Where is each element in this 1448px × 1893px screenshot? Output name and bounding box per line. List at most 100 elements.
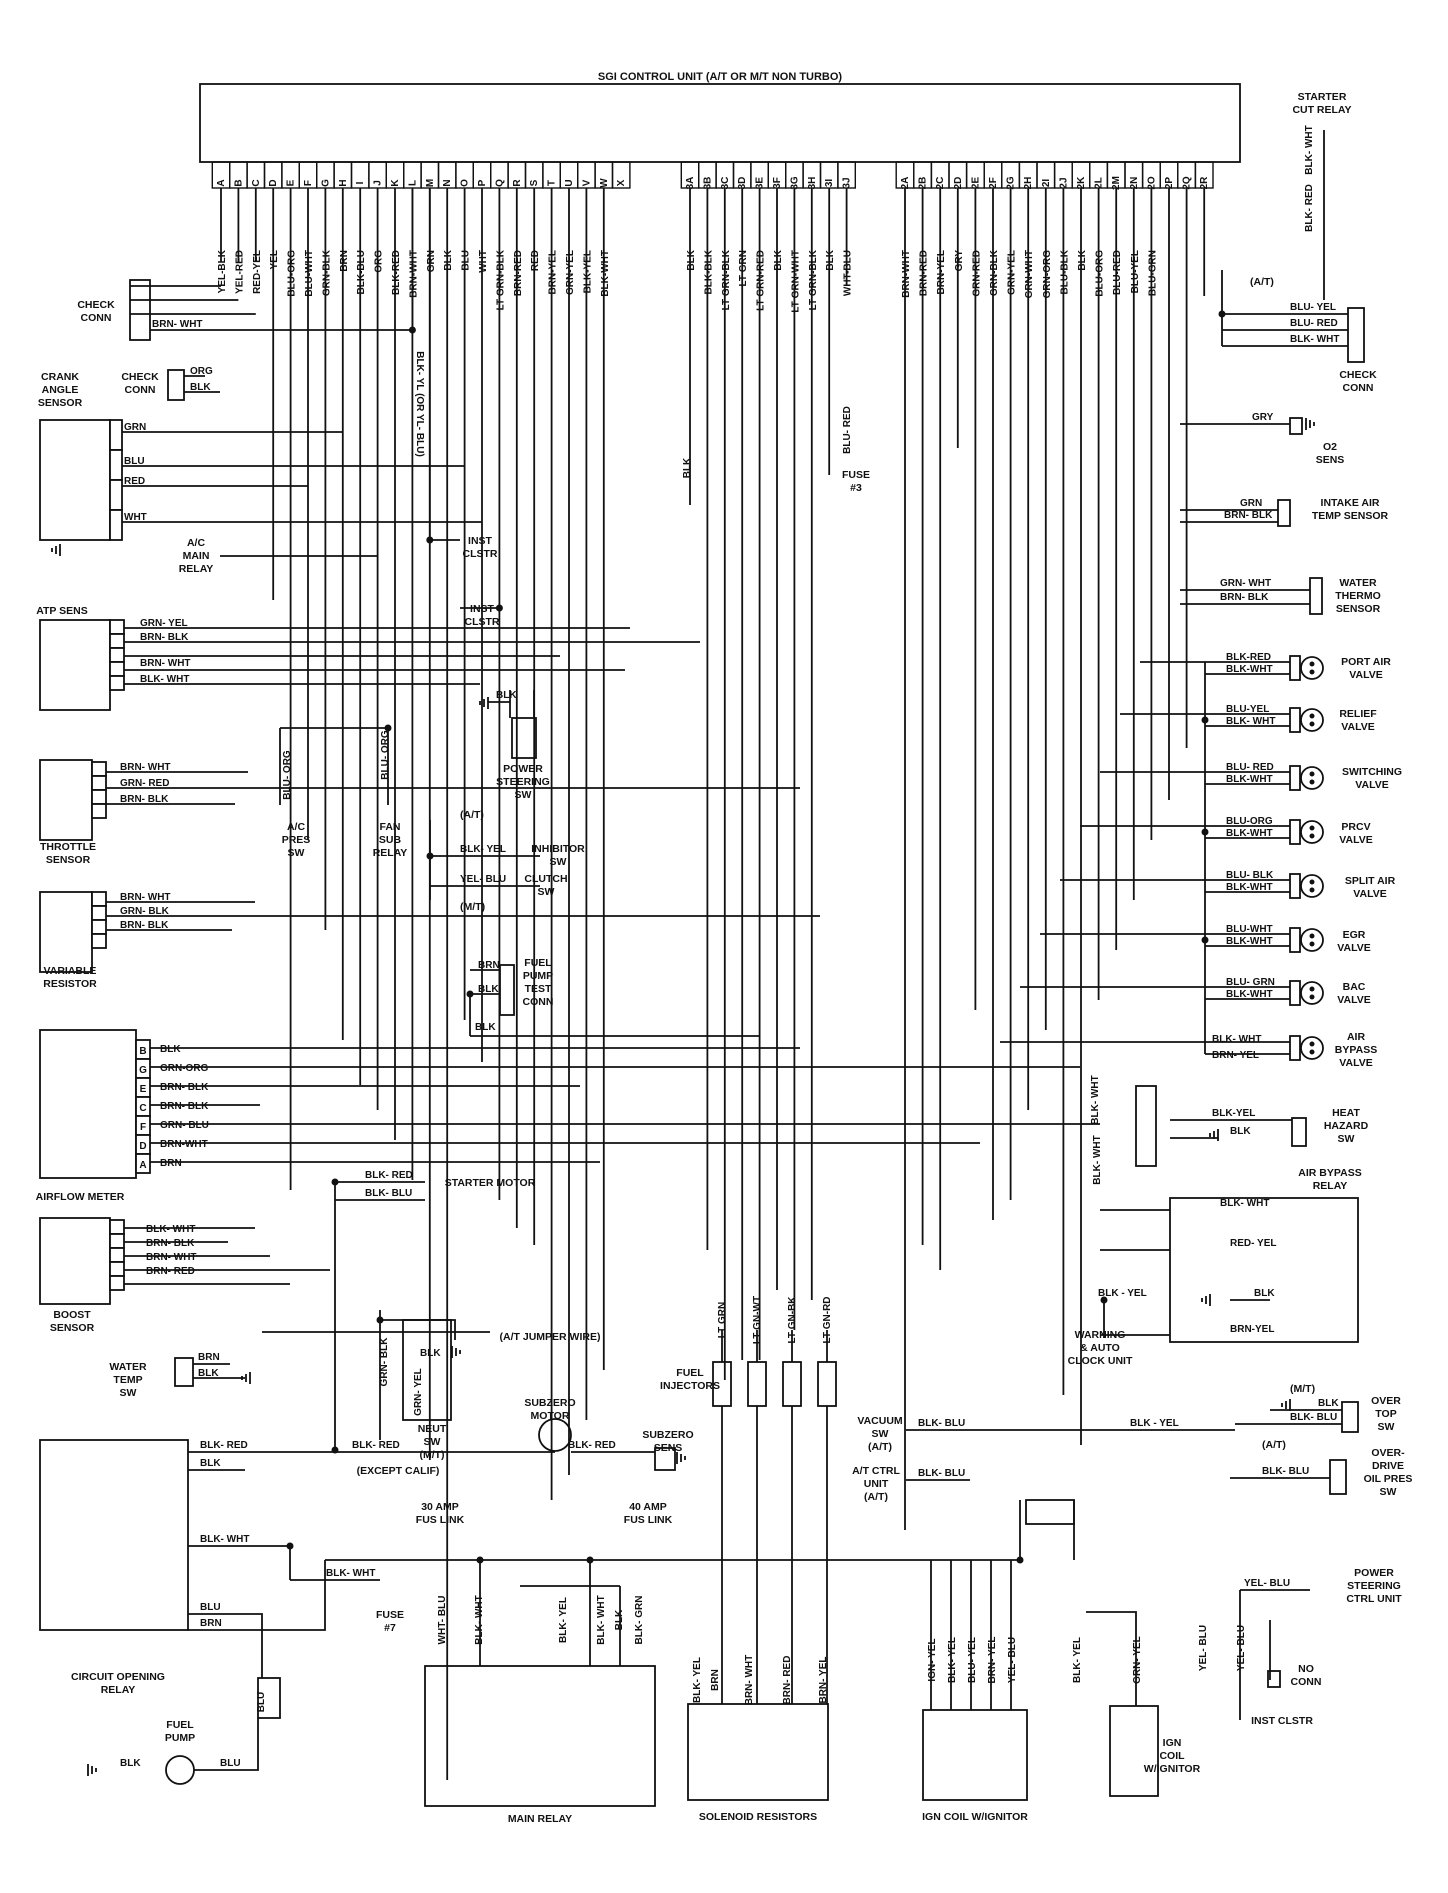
atp-sens-pin xyxy=(109,619,125,635)
wire-abr-brn-yel: BRN-YEL xyxy=(1230,1324,1274,1335)
ecu-wire-2o: BLU-GRN xyxy=(1147,250,1158,296)
wire-bac-blu-grn: BLU- GRN xyxy=(1226,977,1275,988)
fuel-injector-box xyxy=(747,1361,767,1407)
port-air-valve-icon xyxy=(1300,656,1324,680)
ecu-pin-l-i: I xyxy=(355,181,366,184)
wire-crank-blu: BLU xyxy=(124,456,145,467)
egr-valve-icon xyxy=(1300,928,1324,952)
wire-atp-grn-yel: GRN- YEL xyxy=(140,618,188,629)
label-at-tag-1: (A/T) xyxy=(1250,276,1274,288)
label-inst-clstr-3: INST CLSTR xyxy=(1251,1715,1313,1727)
wire-ic-4: YEL- BLU xyxy=(1007,1637,1018,1683)
label-power-steering-ctrl-unit: POWER xyxy=(1354,1567,1394,1579)
wire-abr-blk-wht: BLK- WHT xyxy=(1220,1198,1269,1209)
wire-wts-brn-blk: BRN- BLK xyxy=(1220,592,1269,603)
boost-sensor-pin xyxy=(109,1233,125,1249)
label-split-air-valve: VALVE xyxy=(1353,888,1386,900)
wire-sv-blu-red: BLU- RED xyxy=(1226,762,1274,773)
wire-bac-blk-wht: BLK-WHT xyxy=(1226,989,1273,1000)
label-check-conn-left-a: CONN xyxy=(81,312,112,324)
ecu-pin-r-2q: 2Q xyxy=(1182,176,1193,190)
label-o2-sens: SENS xyxy=(1316,454,1345,466)
afm-pin-a: A xyxy=(139,1160,146,1171)
afm-pin-b: B xyxy=(139,1046,146,1057)
label-ac-pres-sw: A/C xyxy=(287,821,306,833)
ecu-pin-r-2d: 2D xyxy=(953,177,964,190)
wire-check-conn-org: ORG xyxy=(190,366,213,377)
wire-ps-yel-blu-v: YEL- BLU xyxy=(1198,1625,1209,1671)
throttle-sensor-box xyxy=(39,759,93,841)
label-over-top-sw: OVER xyxy=(1371,1395,1401,1407)
label-main-relay: MAIN RELAY xyxy=(508,1813,572,1825)
wire-cor-blk: BLK xyxy=(200,1458,221,1469)
ecu-pin-r-2e: 2E xyxy=(970,177,981,190)
wire-crank-wht: WHT xyxy=(124,512,147,523)
label-crank-angle-sensor: SENSOR xyxy=(38,397,83,409)
fuel-pump-icon xyxy=(165,1755,195,1785)
label-bac-valve: VALVE xyxy=(1337,994,1370,1006)
wire-ic-2: BLU- YEL xyxy=(967,1637,978,1683)
label-ign-coil-w-ignitor-2: W/IGNITOR xyxy=(1144,1763,1201,1775)
label-amp30: 30 AMP xyxy=(421,1501,459,1513)
label-fuse-7: FUSE xyxy=(376,1609,404,1621)
label-switching-valve: SWITCHING xyxy=(1342,766,1402,778)
label-power-steering-sw: POWER xyxy=(503,763,543,775)
ecu-wire-2c: BRN-YEL xyxy=(936,250,947,294)
label-fuel-injectors: FUEL xyxy=(676,1367,704,1379)
label-ac-main-relay: A/C xyxy=(187,537,206,549)
label-boost-sensor: SENSOR xyxy=(50,1322,95,1334)
label-port-air-valve: PORT AIR xyxy=(1341,656,1391,668)
label-no-conn: NO xyxy=(1298,1663,1314,1675)
wire-rv-blu-yel: BLU-YEL xyxy=(1226,704,1269,715)
wire-var-brn-wht: BRN- WHT xyxy=(120,892,171,903)
label-intake-air-temp-sensor: TEMP SENSOR xyxy=(1312,510,1389,522)
label-ac-main-relay: RELAY xyxy=(179,563,214,575)
wire-thr-grn-red: GRN- RED xyxy=(120,778,169,789)
throttle-sensor-pin xyxy=(91,775,107,791)
wire-egr-blk-wht: BLK-WHT xyxy=(1226,936,1273,947)
label-fuel-injectors: INJECTORS xyxy=(660,1380,720,1392)
boost-sensor-box xyxy=(39,1217,111,1305)
wire-ot-blk: BLK xyxy=(1318,1398,1339,1409)
bac-valve-icon xyxy=(1300,981,1324,1005)
wire-mr-1: BLK- WHT xyxy=(474,1595,485,1644)
label-fuel-pump-test-conn: PUMP xyxy=(523,970,553,982)
label-fuse-3: FUSE xyxy=(842,469,870,481)
boost-sensor-pin xyxy=(109,1261,125,1277)
wire-pav-blk-red: BLK-RED xyxy=(1226,652,1271,663)
wire-sr-0: BLK- YEL xyxy=(692,1657,703,1703)
wire-cor-blk-wht: BLK- WHT xyxy=(200,1534,249,1545)
label-air-bypass-relay: AIR BYPASS xyxy=(1298,1167,1361,1179)
wire-crank-grn: GRN xyxy=(124,422,146,433)
label-relief-valve: VALVE xyxy=(1341,721,1374,733)
ecu-pin-r-2f: 2F xyxy=(988,177,999,189)
check-conn-left-b xyxy=(167,369,185,401)
prcv-valve-icon xyxy=(1300,820,1324,844)
ecu-wire-3b: BLK-BLK xyxy=(703,249,714,294)
ecu-wire-g: GRN-BLK xyxy=(321,249,332,296)
ecu-pin-l-r: R xyxy=(512,179,523,187)
label-neut-sw: (M/T) xyxy=(419,1449,444,1461)
ecu-pin-l-b: B xyxy=(233,179,244,186)
label-check-conn-left-b: CHECK xyxy=(121,371,159,383)
label-bac-valve: BAC xyxy=(1343,981,1366,993)
ecu-box xyxy=(199,83,1241,163)
main-relay-box xyxy=(424,1665,656,1807)
label-switching-valve: VALVE xyxy=(1355,779,1388,791)
label-fan-sub-relay: SUB xyxy=(379,834,402,846)
airflow-meter-pin xyxy=(135,1153,151,1174)
afm-pin-g: G xyxy=(139,1065,147,1076)
wire-warn-blk-yel: BLK - YEL xyxy=(1098,1288,1147,1299)
label-fuel-pump-test-conn: TEST xyxy=(525,983,552,995)
wire-inj-3: LT GN-RD xyxy=(822,1296,833,1343)
label-at-ctrl-unit: A/T CTRL xyxy=(852,1465,900,1477)
ecu-pin-r-2l: 2L xyxy=(1094,177,1105,189)
wire-afm-0: BLK xyxy=(160,1044,181,1055)
label-water-temp-sw: TEMP xyxy=(113,1374,142,1386)
ecu-pin-l-h: H xyxy=(338,179,349,186)
ecu-pin-l-c: C xyxy=(251,179,262,186)
ecu-wire-3j: WHT-BLU xyxy=(843,250,854,296)
ecu-wire-2h: GRN-WHT xyxy=(1024,250,1035,298)
